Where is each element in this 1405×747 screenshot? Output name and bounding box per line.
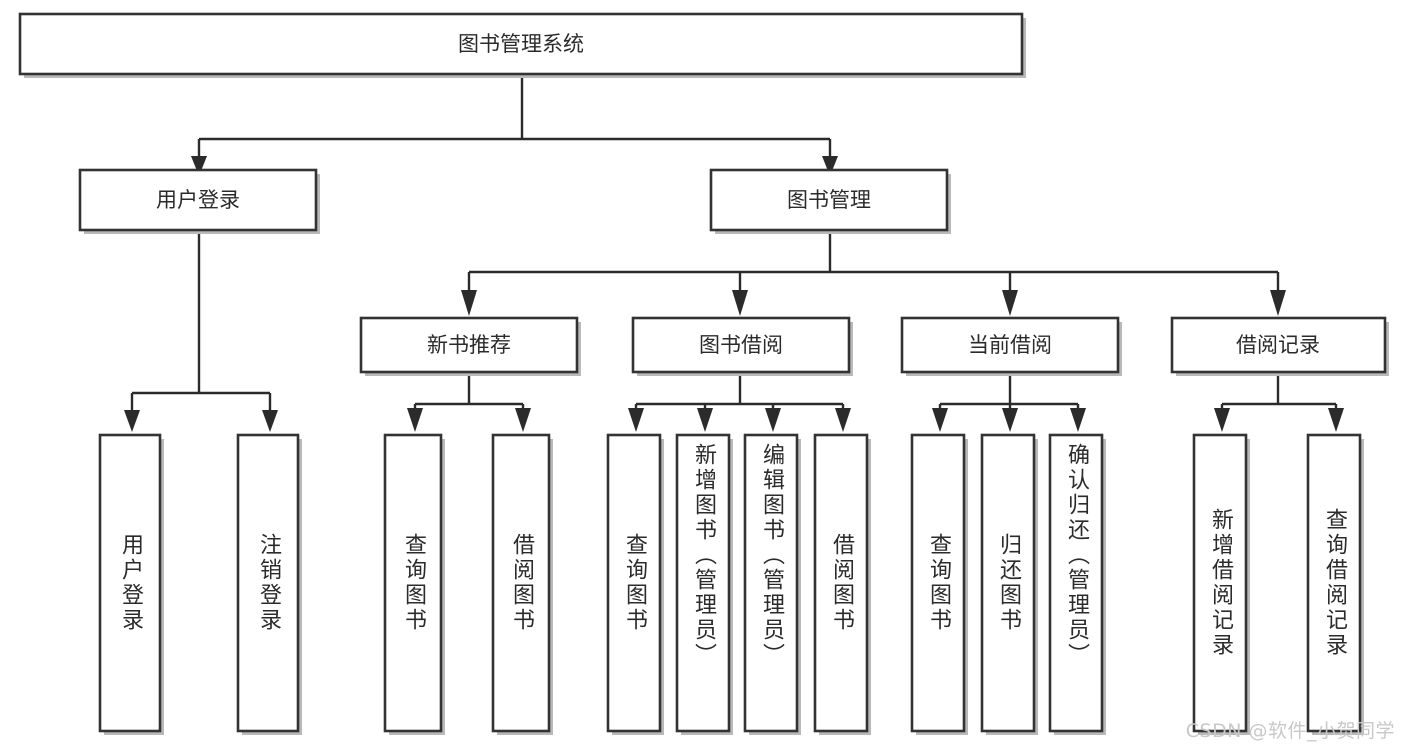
arrowhead-leaf-user-login bbox=[124, 410, 140, 432]
node-leaf-user-login[interactable] bbox=[98, 433, 162, 733]
arrowhead-borrow-record bbox=[1270, 290, 1286, 316]
arrowhead-leaf-return-book bbox=[1002, 408, 1018, 432]
node-leaf-logout[interactable] bbox=[236, 433, 300, 733]
node-root[interactable] bbox=[18, 12, 1024, 76]
node-user-login[interactable] bbox=[78, 168, 318, 232]
arrowhead-user-login bbox=[191, 156, 207, 176]
arrowhead-leaf-query-book-3 bbox=[932, 408, 948, 432]
arrowhead-current-borrow bbox=[1002, 290, 1018, 316]
node-borrow-record[interactable] bbox=[1170, 316, 1387, 374]
node-leaf-add-book[interactable] bbox=[675, 433, 731, 733]
node-leaf-add-record[interactable] bbox=[1192, 433, 1248, 733]
arrowhead-book-borrow bbox=[732, 290, 748, 316]
node-book-manage[interactable] bbox=[709, 168, 949, 232]
node-new-book-recommend-label: 新书推荐 bbox=[427, 333, 511, 357]
node-leaf-query-book-2[interactable] bbox=[606, 433, 662, 733]
arrowhead-leaf-borrow-book-2 bbox=[835, 408, 851, 432]
arrowhead-leaf-query-book-2 bbox=[628, 408, 644, 432]
arrowhead-leaf-query-book-1 bbox=[407, 408, 423, 432]
node-leaf-query-book-1[interactable] bbox=[383, 433, 443, 733]
node-borrow-record-label: 借阅记录 bbox=[1236, 333, 1320, 357]
node-leaf-return-book[interactable] bbox=[980, 433, 1036, 733]
arrowhead-leaf-logout bbox=[262, 410, 278, 432]
node-leaf-query-record[interactable] bbox=[1306, 433, 1362, 733]
arrowhead-leaf-add-record bbox=[1214, 408, 1230, 432]
node-leaf-edit-book[interactable] bbox=[743, 433, 799, 733]
node-leaf-borrow-book-1[interactable] bbox=[491, 433, 551, 733]
node-new-book-recommend[interactable] bbox=[359, 316, 579, 374]
arrowhead-leaf-borrow-book-1 bbox=[515, 408, 531, 432]
arrowhead-book-manage bbox=[822, 156, 838, 176]
node-leaf-borrow-book-2[interactable] bbox=[813, 433, 869, 733]
arrowhead-leaf-add-book bbox=[697, 408, 713, 432]
node-book-borrow-label: 图书借阅 bbox=[699, 333, 783, 357]
connector-layer bbox=[124, 76, 1344, 432]
node-leaf-query-book-3[interactable] bbox=[910, 433, 966, 733]
node-leaf-confirm-return[interactable] bbox=[1048, 433, 1104, 733]
node-current-borrow-label: 当前借阅 bbox=[968, 333, 1052, 357]
node-root-label: 图书管理系统 bbox=[458, 32, 584, 56]
arrowhead-new-book-recommend bbox=[461, 290, 477, 316]
arrowhead-leaf-query-record bbox=[1328, 408, 1344, 432]
node-book-manage-label: 图书管理 bbox=[787, 188, 871, 212]
node-layer: 图书管理系统 用户登录 图书管理 新书推荐 图书借阅 当前借阅 借阅记录 bbox=[18, 12, 1389, 735]
node-book-borrow[interactable] bbox=[631, 316, 851, 374]
node-user-login-label: 用户登录 bbox=[156, 188, 240, 212]
arrowhead-leaf-edit-book bbox=[765, 408, 781, 432]
node-current-borrow[interactable] bbox=[900, 316, 1120, 374]
arrowhead-leaf-confirm-return bbox=[1070, 408, 1086, 432]
